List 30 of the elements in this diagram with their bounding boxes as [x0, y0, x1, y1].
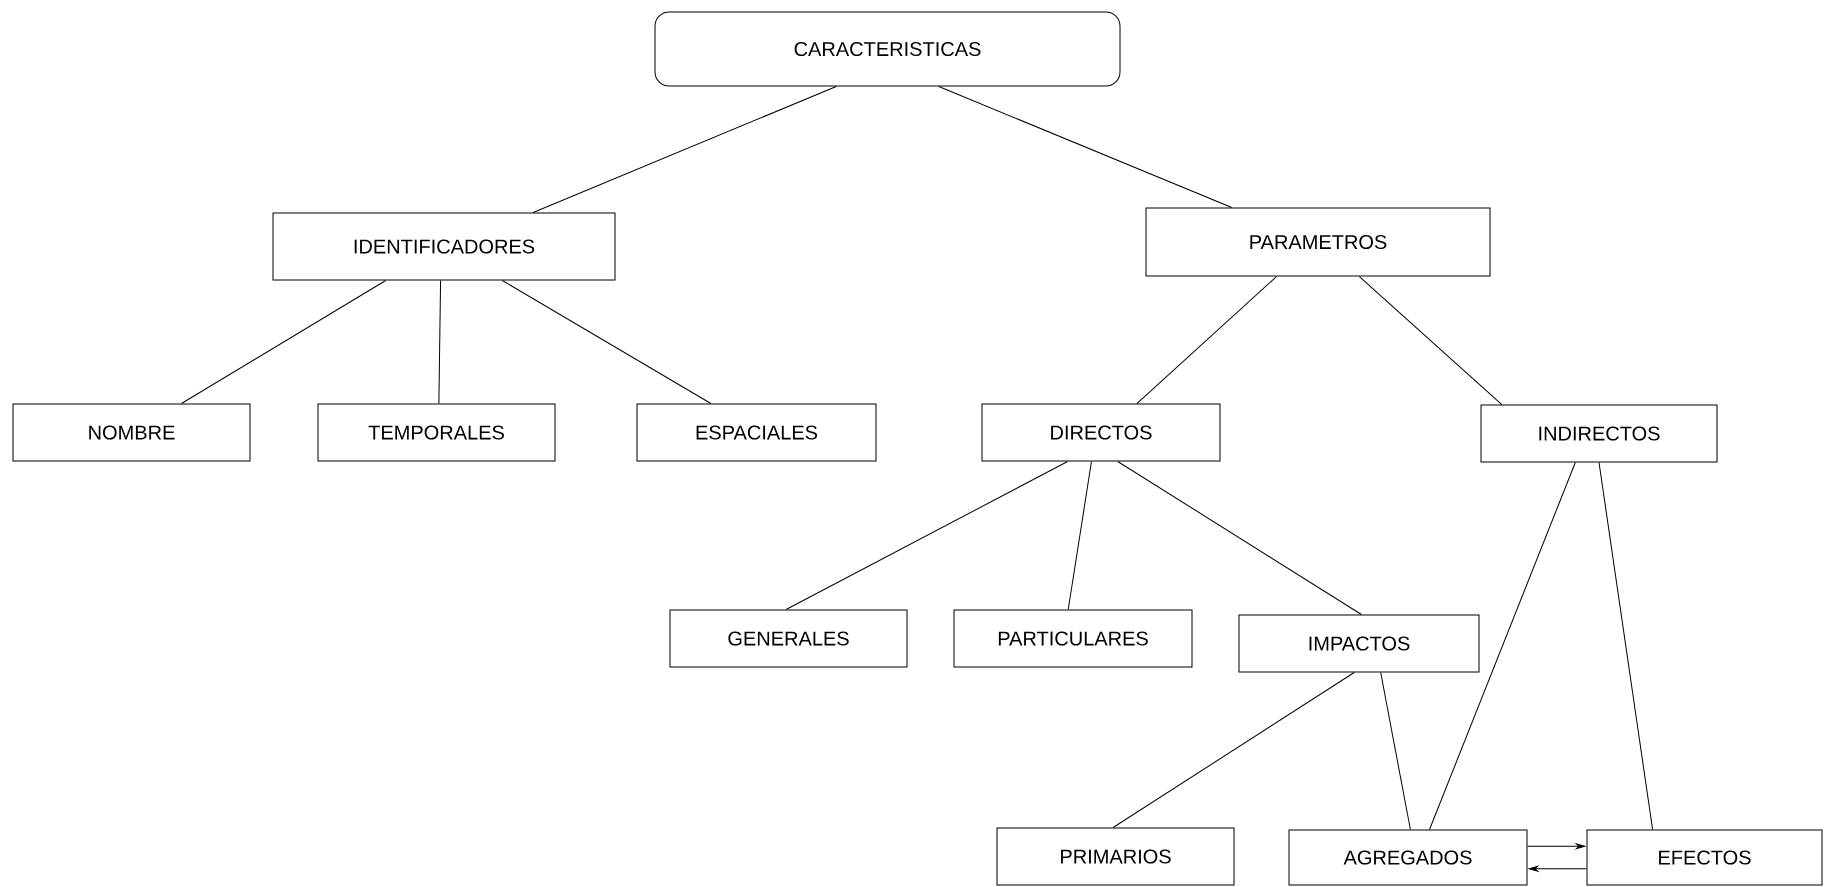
arrow [1528, 865, 1587, 872]
process-box: GENERALES [669, 609, 908, 668]
process-box: AGREGADOS [1288, 829, 1528, 886]
arrow [1527, 843, 1586, 850]
connector-line [532, 86, 837, 213]
connector-line [1358, 276, 1503, 405]
process-box: TEMPORALES [317, 403, 556, 462]
rounded-box: CARACTERISTICAS [654, 11, 1121, 87]
process-box: INDIRECTOS [1480, 404, 1718, 463]
connector-line [1598, 462, 1654, 830]
connector-line [938, 86, 1233, 208]
process-box: IDENTIFICADORES [272, 212, 616, 281]
connector-line [181, 280, 387, 404]
process-box: PRIMARIOS [996, 827, 1235, 886]
process-box: NOMBRE [12, 403, 251, 462]
connector-line [1117, 461, 1362, 615]
process-box: PARAMETROS [1145, 207, 1491, 277]
process-box: IMPACTOS [1238, 614, 1480, 673]
process-box: ESPACIALES [636, 403, 877, 462]
process-box: DIRECTOS [981, 403, 1221, 462]
connector-line [1136, 276, 1278, 404]
connector-line [1067, 461, 1092, 610]
connector-line [1112, 672, 1355, 828]
process-box: PARTICULARES [953, 609, 1193, 668]
connector-line [1380, 672, 1411, 830]
connector-line [785, 461, 1069, 610]
connector-line [438, 280, 442, 404]
connector-line [1429, 462, 1576, 830]
connector-line [501, 280, 712, 404]
process-box: EFECTOS [1586, 829, 1823, 886]
